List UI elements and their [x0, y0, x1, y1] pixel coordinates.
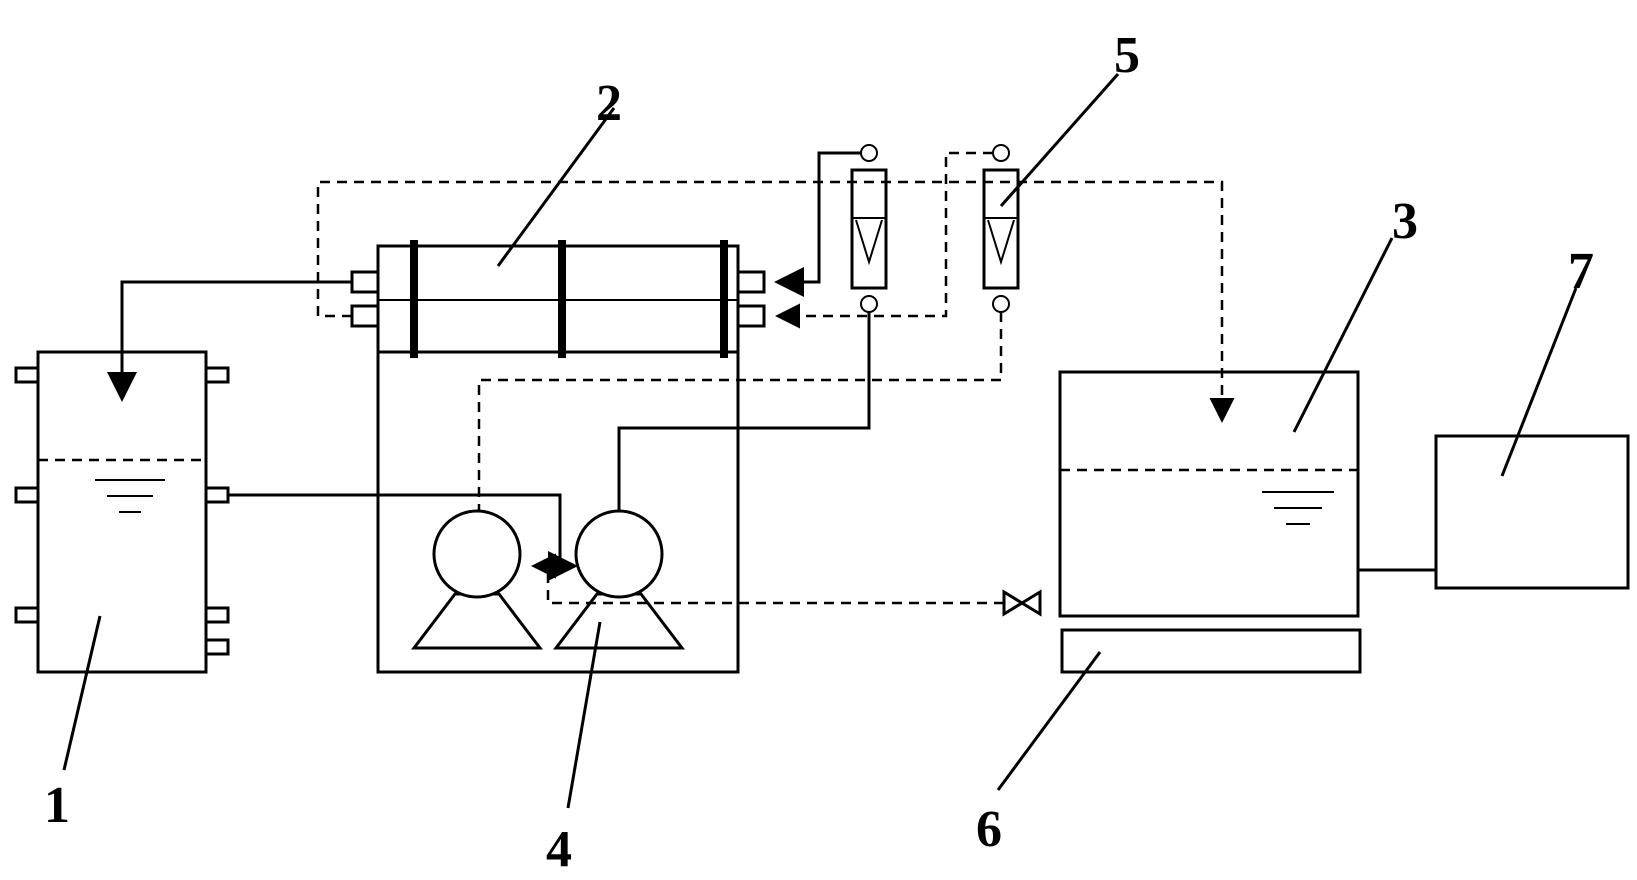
pump-cabinet: [376, 350, 740, 674]
leader-7: [1500, 287, 1578, 477]
label-2: 2: [596, 75, 622, 132]
membrane-module-2: [350, 240, 766, 358]
feed-tank-1: [14, 350, 230, 674]
balance-6: [1060, 628, 1362, 674]
flowmeter-to-module-line: [774, 151, 861, 297]
computer-7: [1434, 434, 1630, 590]
pump-right: [552, 509, 686, 650]
tank-outlet-dashed: [531, 553, 1004, 605]
label-7: 7: [1568, 243, 1594, 300]
draw-solution-dashed: [477, 312, 1003, 511]
label-6: 6: [976, 801, 1002, 858]
flowmeter-right: [982, 144, 1020, 313]
feed-line: [228, 493, 578, 581]
leader-4: [566, 621, 602, 809]
permeate-loop-dashed: [316, 180, 1235, 423]
leader-2: [496, 107, 616, 267]
leader-1: [62, 615, 102, 771]
valve: [1002, 589, 1042, 617]
label-4: 4: [546, 821, 572, 878]
tank-3: [1058, 370, 1360, 618]
pump-left: [410, 509, 544, 650]
flowmeter-to-module-dashed: [775, 151, 993, 329]
leader-3: [1292, 237, 1394, 433]
label-5: 5: [1114, 27, 1140, 84]
leader-5: [999, 73, 1120, 207]
pump-to-flowmeter-line: [617, 312, 871, 511]
flowmeter-left: [850, 144, 888, 313]
label-1: 1: [44, 777, 70, 834]
label-3: 3: [1392, 193, 1418, 250]
leader-6: [996, 651, 1102, 791]
retentate-return-line: [107, 280, 352, 402]
